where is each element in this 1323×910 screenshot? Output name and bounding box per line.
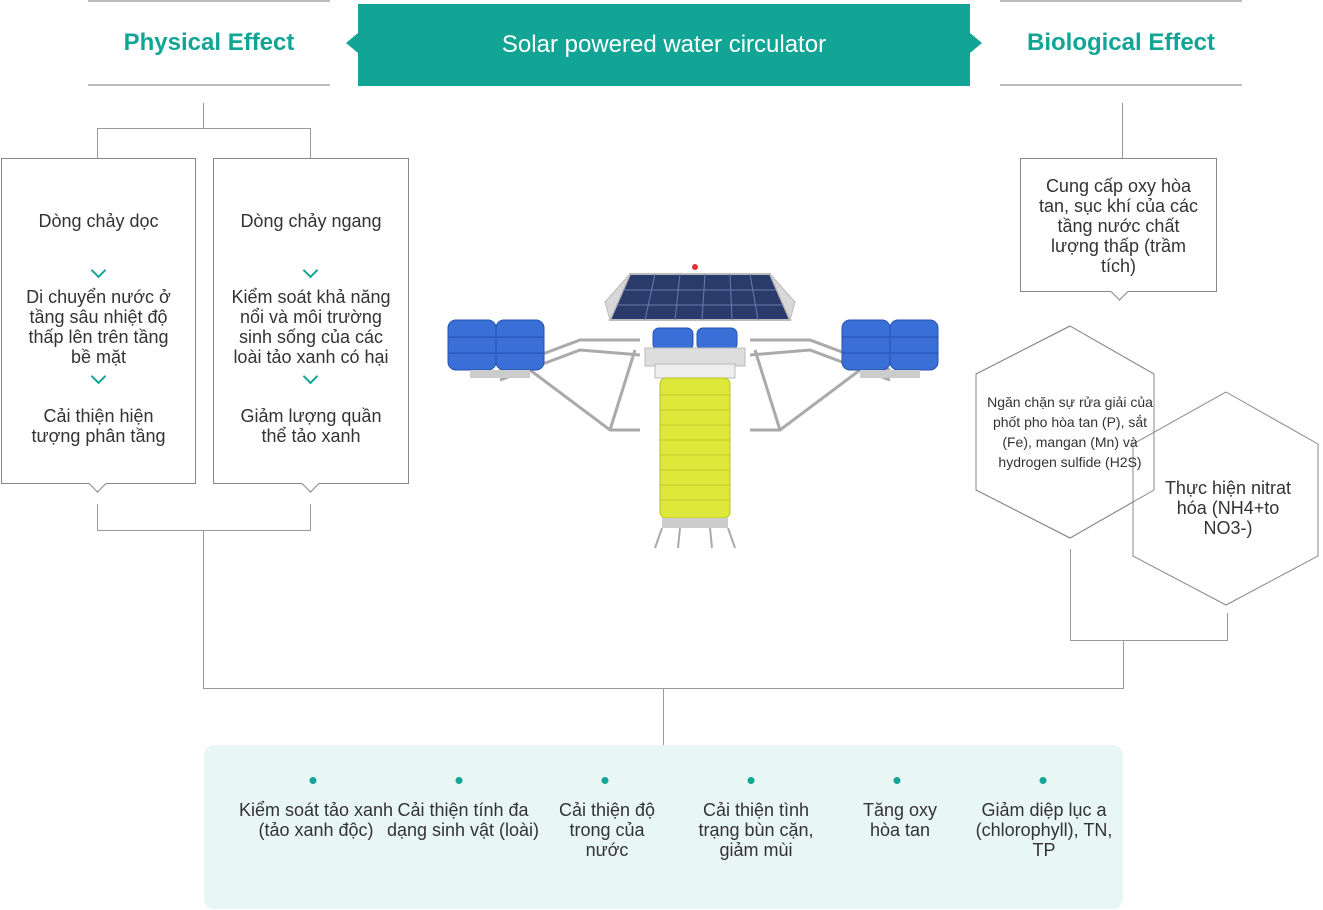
- chevron-down-icon: [302, 262, 319, 279]
- chevron-down-icon: [90, 368, 106, 385]
- vertical-flow-title: Dòng chảy dọc: [38, 211, 159, 231]
- arrow-left-icon: [346, 33, 358, 53]
- results-panel: [204, 745, 1123, 909]
- oxygen-supply-text: Cung cấp oxy hòa tan, sục khí của các tầ…: [1038, 176, 1199, 276]
- connector-line: [1070, 549, 1071, 641]
- physical-effect-heading: Physical Effect: [88, 0, 330, 86]
- connector-line: [97, 504, 98, 531]
- chevron-down-icon: [90, 262, 106, 279]
- connector-line: [1227, 613, 1228, 641]
- connector-line: [97, 128, 311, 129]
- horizontal-flow-step1: Kiểm soát khả năng nổi và môi trường sin…: [231, 287, 391, 367]
- bullet-dot: [601, 777, 609, 784]
- horizontal-flow-title: Dòng chảy ngang: [240, 211, 382, 231]
- yellow-tube: [659, 377, 731, 519]
- result-item: Cải thiện tình trạng bùn cặn, giảm mùi: [698, 800, 814, 860]
- nitrification-text: Thực hiện nitrat hóa (NH4+to NO3-): [1164, 478, 1292, 538]
- connector-line: [203, 103, 204, 129]
- bullet-dot: [455, 777, 463, 784]
- connector-line: [203, 530, 204, 689]
- horizontal-flow-step2: Giảm lượng quần thể tảo xanh: [240, 406, 382, 446]
- hexagon-nitrify: [1132, 391, 1319, 606]
- connector-line: [310, 128, 311, 159]
- oxygen-supply-box: Cung cấp oxy hòa tan, sục khí của các tầ…: [1020, 158, 1217, 292]
- hexagon-shapes: [975, 325, 1319, 606]
- vertical-flow-box: Dòng chảy dọc Di chuyển nước ở tầng sâu …: [1, 158, 196, 484]
- result-item: Kiểm soát tảo xanh (tảo xanh độc): [238, 800, 394, 840]
- prevent-elution-text: Ngăn chặn sự rửa giải của phốt pho hòa t…: [987, 394, 1153, 470]
- solar-panel: [608, 273, 792, 321]
- connector-line: [1123, 640, 1124, 689]
- chevron-down-icon: [302, 368, 319, 385]
- main-title: Solar powered water circulator: [501, 31, 827, 58]
- bullet-dot: [309, 777, 317, 784]
- bullet-dot: [747, 777, 755, 784]
- connector-line: [310, 504, 311, 531]
- result-item: Cải thiện độ trong của nước: [558, 800, 656, 860]
- hexagon-prevent-overlay: [975, 325, 1155, 539]
- main-title-banner: Solar powered water circulator: [358, 4, 970, 86]
- water-circulator-illustration: [447, 264, 939, 549]
- connector-line: [1070, 640, 1228, 641]
- connector-line: [97, 128, 98, 159]
- vertical-flow-step2: Cải thiện hiện tượng phân tầng: [31, 406, 166, 446]
- result-item: Cải thiện tính đa dạng sinh vật (loài): [386, 800, 540, 840]
- bullet-dot: [893, 777, 901, 784]
- connector-line: [1122, 103, 1123, 159]
- arrow-right-icon: [970, 33, 982, 53]
- bullet-dot: [1039, 777, 1047, 784]
- result-item: Giảm diệp lục a (chlorophyll), TN, TP: [975, 800, 1113, 860]
- vertical-flow-step1: Di chuyển nước ở tầng sâu nhiệt độ thấp …: [26, 287, 171, 367]
- connector-line: [663, 688, 664, 745]
- result-item: Tăng oxy hòa tan: [862, 800, 938, 840]
- biological-effect-heading: Biological Effect: [1000, 0, 1242, 86]
- connector-line: [97, 530, 311, 531]
- horizontal-flow-box: Dòng chảy ngang Kiểm soát khả năng nổi v…: [213, 158, 409, 484]
